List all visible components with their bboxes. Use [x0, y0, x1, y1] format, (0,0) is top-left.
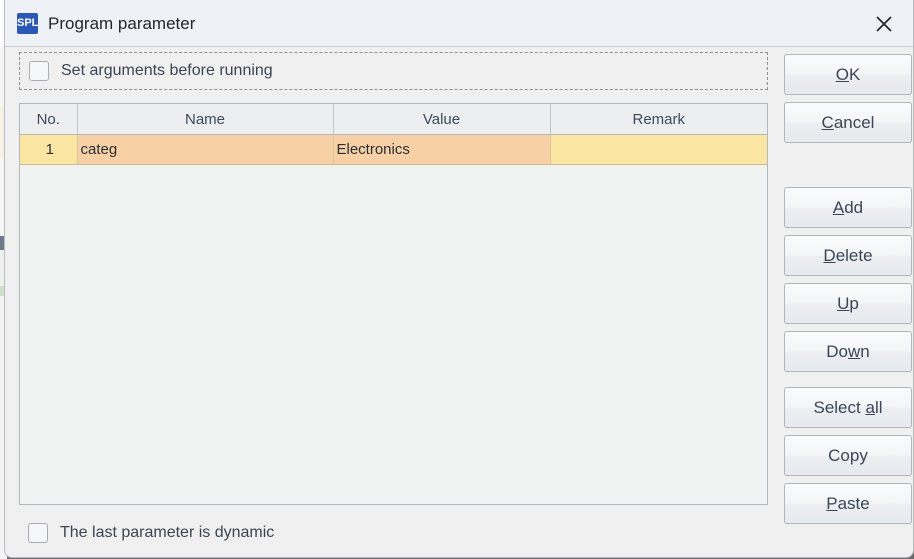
- set-arguments-label: Set arguments before running: [61, 62, 273, 79]
- parameter-table[interactable]: No. Name Value Remark 1 categ Electronic…: [19, 103, 768, 505]
- paste-button[interactable]: Paste: [784, 483, 912, 524]
- dynamic-parameter-checkbox[interactable]: [28, 523, 48, 543]
- bg-strip-seg-1: [0, 0, 7, 46]
- add-button[interactable]: Add: [784, 187, 912, 228]
- bg-strip-seg-3: [0, 106, 7, 158]
- column-header-remark[interactable]: Remark: [550, 104, 767, 135]
- down-button[interactable]: Down: [784, 331, 912, 372]
- row-value-cell[interactable]: Electronics: [333, 134, 551, 165]
- row-remark-cell[interactable]: [550, 134, 767, 165]
- dynamic-parameter-row[interactable]: The last parameter is dynamic: [19, 518, 439, 548]
- up-button[interactable]: Up: [784, 283, 912, 324]
- select-all-button[interactable]: Select all: [784, 387, 912, 428]
- page-title: Program parameter: [48, 14, 196, 33]
- bg-strip-seg-2: [0, 46, 7, 106]
- row-number-cell[interactable]: 1: [20, 134, 78, 165]
- dynamic-parameter-label: The last parameter is dynamic: [60, 524, 275, 541]
- spl-app-icon: SPL: [17, 13, 38, 34]
- set-arguments-checkbox[interactable]: [29, 61, 49, 81]
- table-header-row: No. Name Value Remark: [20, 104, 767, 135]
- table-row[interactable]: 1 categ Electronics: [20, 134, 767, 165]
- bg-strip-seg-6: [0, 250, 7, 286]
- set-arguments-panel[interactable]: Set arguments before running: [19, 52, 768, 90]
- background-window-strip: [0, 0, 7, 559]
- bg-strip-seg-7: [0, 286, 7, 296]
- bg-strip-seg-4: [0, 158, 7, 236]
- row-name-cell[interactable]: categ: [77, 134, 334, 165]
- close-button[interactable]: [863, 6, 905, 40]
- dialog-titlebar: SPL Program parameter: [5, 0, 913, 47]
- column-header-value[interactable]: Value: [333, 104, 551, 135]
- close-icon: [876, 16, 892, 32]
- bg-strip-seg-8: [0, 296, 7, 559]
- program-parameter-dialog: SPL Program parameter Set arguments befo…: [4, 0, 914, 558]
- copy-button[interactable]: Copy: [784, 435, 912, 476]
- delete-button[interactable]: Delete: [784, 235, 912, 276]
- column-header-name[interactable]: Name: [77, 104, 334, 135]
- bg-strip-seg-5: [0, 236, 7, 250]
- cancel-button[interactable]: Cancel: [784, 102, 912, 143]
- ok-button[interactable]: OK: [784, 54, 912, 95]
- column-header-no[interactable]: No.: [20, 104, 78, 135]
